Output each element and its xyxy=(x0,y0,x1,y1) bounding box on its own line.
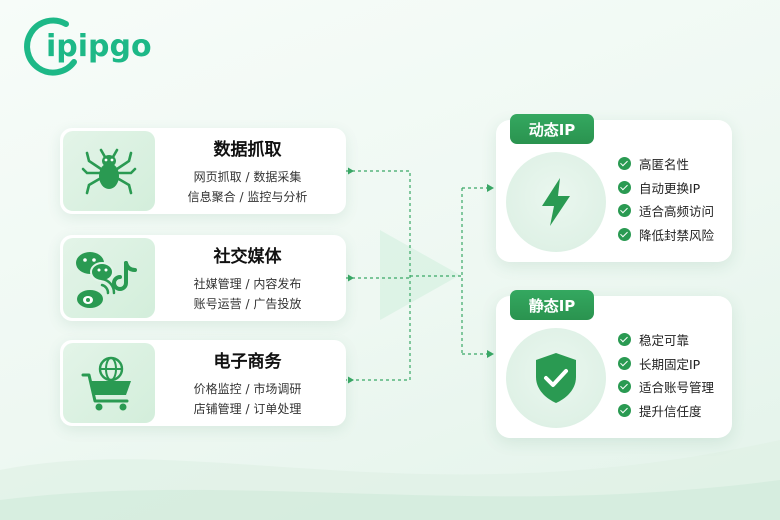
feature-list: 稳定可靠 长期固定IP 适合账号管理 提升信任度 xyxy=(618,328,714,422)
source-text: 数据抓取 网页抓取 / 数据采集 信息聚合 / 监控与分析 xyxy=(155,135,346,207)
check-icon xyxy=(618,356,631,370)
target-icon-circle xyxy=(506,152,606,252)
spider-icon xyxy=(81,148,137,195)
feature-item: 高匿名性 xyxy=(618,152,714,176)
target-card-dynamic-ip[interactable]: 动态IP 高匿名性 自动更换IP 适合高频访问 降低封禁风险 xyxy=(496,114,732,262)
tiktok-icon xyxy=(112,261,137,291)
source-title: 数据抓取 xyxy=(213,140,282,160)
source-icon-box xyxy=(63,238,155,318)
feature-label: 自动更换IP xyxy=(639,180,701,196)
arrow-head-icon xyxy=(487,350,494,358)
arrow-head-icon xyxy=(348,274,354,282)
feature-label: 长期固定IP xyxy=(639,356,701,372)
feature-label: 高匿名性 xyxy=(639,157,690,173)
check-icon xyxy=(618,333,631,347)
feature-item: 降低封禁风险 xyxy=(618,223,714,247)
arrow-head-icon xyxy=(487,184,494,192)
arrow-head-icon xyxy=(348,376,354,384)
target-icon-circle xyxy=(506,328,606,428)
source-title: 社交媒体 xyxy=(213,247,282,267)
source-desc-line: 网页抓取 / 数据采集 xyxy=(193,170,302,184)
check-icon xyxy=(618,180,631,194)
logo-text: ipipgo xyxy=(46,28,152,64)
source-desc-line: 店铺管理 / 订单处理 xyxy=(193,402,302,416)
brand-logo: ipipgo xyxy=(22,14,172,78)
shopping-cart-globe-icon xyxy=(81,356,131,411)
feature-label: 适合账号管理 xyxy=(639,380,715,396)
check-icon xyxy=(618,204,631,218)
feature-item: 长期固定IP xyxy=(618,352,714,376)
source-text: 社交媒体 社媒管理 / 内容发布 账号运营 / 广告投放 xyxy=(155,242,346,314)
check-icon xyxy=(618,227,631,241)
target-card-static-ip[interactable]: 静态IP 稳定可靠 长期固定IP 适合账号管理 提升信任度 xyxy=(496,290,732,438)
feature-item: 稳定可靠 xyxy=(618,328,714,352)
feature-label: 适合高频访问 xyxy=(639,204,715,220)
source-card-data-scraping[interactable]: 数据抓取 网页抓取 / 数据采集 信息聚合 / 监控与分析 xyxy=(60,128,346,214)
shield-check-icon xyxy=(536,353,576,403)
source-icon-box xyxy=(63,131,155,211)
source-card-ecommerce[interactable]: 电子商务 价格监控 / 市场调研 店铺管理 / 订单处理 xyxy=(60,340,346,426)
source-title: 电子商务 xyxy=(213,352,282,372)
source-text: 电子商务 价格监控 / 市场调研 店铺管理 / 订单处理 xyxy=(155,347,346,419)
check-icon xyxy=(618,157,631,171)
source-desc-line: 价格监控 / 市场调研 xyxy=(193,382,302,396)
lightning-icon xyxy=(542,178,570,226)
check-icon xyxy=(618,403,631,417)
source-card-social-media[interactable]: 社交媒体 社媒管理 / 内容发布 账号运营 / 广告投放 xyxy=(60,235,346,321)
feature-label: 降低封禁风险 xyxy=(639,227,715,243)
check-icon xyxy=(618,380,631,394)
source-desc-line: 信息聚合 / 监控与分析 xyxy=(187,190,308,204)
feature-item: 提升信任度 xyxy=(618,399,714,423)
feature-item: 适合账号管理 xyxy=(618,375,714,399)
social-apps-icon xyxy=(76,252,137,308)
weibo-icon xyxy=(77,277,116,308)
feature-label: 稳定可靠 xyxy=(639,333,690,349)
source-desc-line: 账号运营 / 广告投放 xyxy=(193,297,302,311)
logo-ring-icon xyxy=(24,17,77,76)
wechat-icon xyxy=(76,252,114,282)
source-desc-line: 社媒管理 / 内容发布 xyxy=(193,277,302,291)
feature-item: 适合高频访问 xyxy=(618,199,714,223)
target-tag: 动态IP xyxy=(510,114,594,144)
source-icon-box xyxy=(63,343,155,423)
feature-list: 高匿名性 自动更换IP 适合高频访问 降低封禁风险 xyxy=(618,152,714,246)
target-tag: 静态IP xyxy=(510,290,594,320)
arrow-head-icon xyxy=(348,167,354,175)
feature-label: 提升信任度 xyxy=(639,403,702,419)
feature-item: 自动更换IP xyxy=(618,176,714,200)
